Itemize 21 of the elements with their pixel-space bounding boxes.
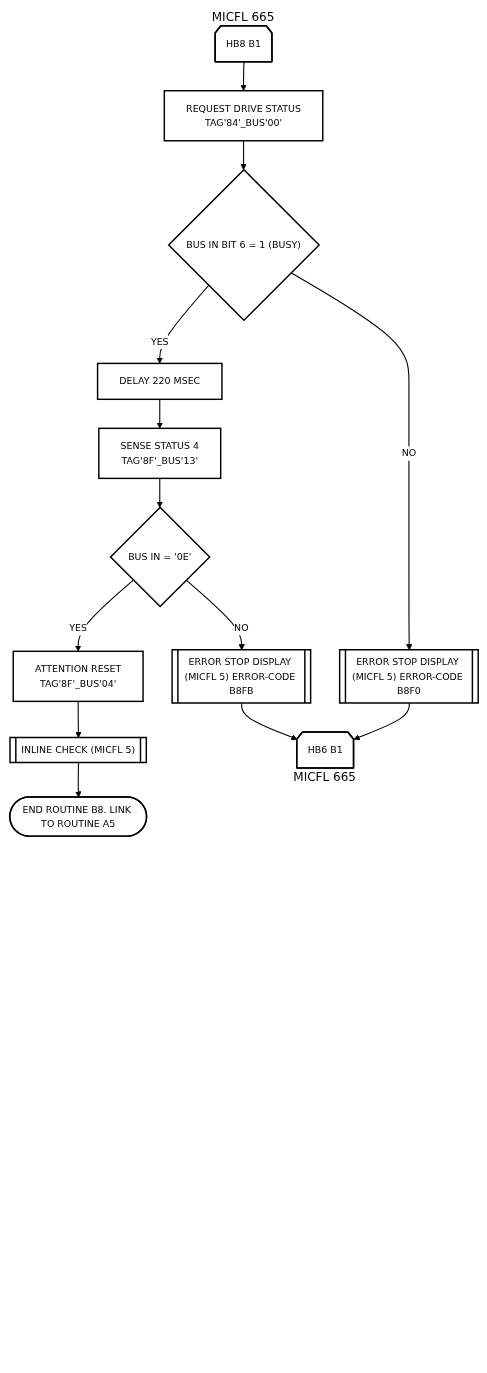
arrow [239, 61, 247, 91]
connector-reference: MICFL 665 [293, 769, 356, 784]
process-box: SENSE STATUS 4 TAG'8F'_BUS'13' [97, 427, 221, 480]
subroutine-box: INLINE CHECK (MICFL 5) [8, 736, 147, 764]
off-page-connector: HB8 B1 [213, 25, 273, 63]
decision-diamond: BUS IN BIT 6 = 1 (BUSY) [167, 168, 320, 322]
subroutine-box: ERROR STOP DISPLAY (MICFL 5) ERROR-CODE B8FB [170, 648, 311, 704]
arrow [156, 477, 163, 508]
arrow [74, 762, 82, 798]
off-page-connector: HB6 B1 [295, 731, 354, 769]
arrow [239, 140, 247, 171]
decision-diamond: BUS IN = '0E' [109, 506, 211, 608]
arrow [156, 398, 163, 429]
subroutine-box: ERROR STOP DISPLAY (MICFL 5) ERROR-CODE B8F0 [338, 648, 479, 704]
arrow [74, 579, 134, 652]
terminal-oval: END ROUTINE B8. LINK TO ROUTINE A5 [8, 796, 147, 837]
process-box: ATTENTION RESET TAG'8F'_BUS'04' [12, 650, 144, 703]
connector-reference: MICFL 665 [211, 9, 275, 24]
arrow [156, 284, 209, 364]
process-box: DELAY 220 MSEC [96, 362, 223, 401]
process-box: REQUEST DRIVE STATUS TAG'84'_BUS'00' [163, 90, 323, 142]
